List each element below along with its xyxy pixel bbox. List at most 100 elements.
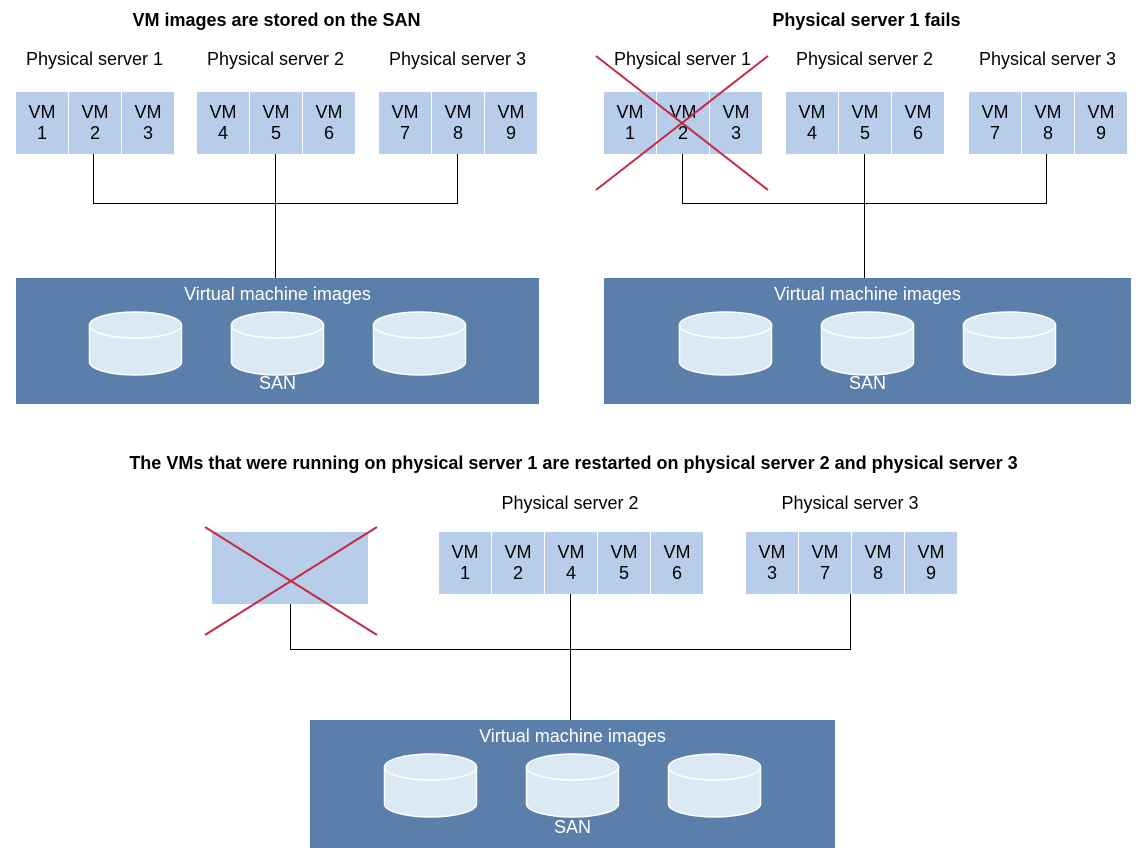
- vm-number: 8: [452, 123, 463, 143]
- panel1-bus: [93, 203, 458, 204]
- vm-number: 6: [912, 123, 923, 143]
- vm-label: VM: [616, 102, 644, 122]
- panel2-bus: [682, 203, 1047, 204]
- vm-number: 7: [399, 123, 410, 143]
- disk-icon: [230, 311, 325, 376]
- panel3-connector-mid: [570, 594, 571, 650]
- failed-server-box: [212, 532, 368, 604]
- vm-number: 2: [677, 123, 688, 143]
- vm-number: 2: [512, 563, 523, 583]
- vm-number: 1: [624, 123, 635, 143]
- panel3-disks: [383, 753, 762, 818]
- vm-number: 2: [89, 123, 100, 143]
- panel1-san-top-label: Virtual machine images: [184, 284, 371, 304]
- vm-label: VM: [134, 102, 162, 122]
- cross-line: [595, 55, 769, 191]
- disk-icon: [525, 753, 620, 818]
- panel2-trunk: [864, 204, 865, 278]
- panel2-san-bottom-label: SAN: [848, 373, 886, 393]
- vm-label: VM: [451, 542, 479, 562]
- panel2-connector-left: [682, 154, 683, 204]
- vm-number: 1: [36, 123, 47, 143]
- vm-number: 7: [989, 123, 1000, 143]
- panel1-title: VM images are stored on the SAN: [132, 10, 421, 30]
- vm-number: 3: [142, 123, 153, 143]
- panel1-trunk: [275, 204, 276, 278]
- vm-label: VM: [391, 102, 419, 122]
- vm-label: VM: [864, 542, 892, 562]
- panel1-connector-left: [93, 154, 94, 204]
- panel3-title: The VMs that were running on physical se…: [129, 453, 1018, 473]
- vm-number: 1: [459, 563, 470, 583]
- panel1-connector-mid: [275, 154, 276, 204]
- disk-icon: [678, 311, 773, 376]
- vm-label: VM: [663, 542, 691, 562]
- vm-number: 4: [217, 123, 228, 143]
- vm-label: VM: [917, 542, 945, 562]
- panel3-san-top-label: Virtual machine images: [479, 726, 666, 746]
- panel3-trunk: [570, 650, 571, 720]
- panel1-server-label: Physical server 2: [206, 49, 345, 69]
- vm-label: VM: [610, 542, 638, 562]
- vm-label: VM: [811, 542, 839, 562]
- vm-number: 3: [766, 563, 777, 583]
- panel3-connector-left: [290, 604, 291, 650]
- vm-label: VM: [1034, 102, 1062, 122]
- panel1-disks: [88, 311, 467, 376]
- vm-label: VM: [981, 102, 1009, 122]
- panel3-connector-right: [850, 594, 851, 650]
- vm-number: 9: [505, 123, 516, 143]
- panel3-server-label: Physical server 3: [781, 493, 919, 513]
- vm-number: 4: [806, 123, 817, 143]
- panel2-server-label: Physical server 2: [795, 49, 934, 69]
- disk-icon: [383, 753, 478, 818]
- panel2-san-top-label: Virtual machine images: [774, 284, 961, 304]
- vm-label: VM: [504, 542, 532, 562]
- vm-label: VM: [209, 102, 237, 122]
- vm-number: 8: [1042, 123, 1053, 143]
- vm-number: 3: [730, 123, 741, 143]
- vm-label: VM: [315, 102, 343, 122]
- panel2-disks: [678, 311, 1057, 376]
- panel3-bus: [290, 649, 851, 650]
- vm-label: VM: [758, 542, 786, 562]
- panel1-server-label: Physical server 1: [25, 49, 164, 69]
- vm-label: VM: [1087, 102, 1115, 122]
- panel1-san-bottom-label: SAN: [258, 373, 296, 393]
- vm-label: VM: [851, 102, 879, 122]
- panel2-server-label: Physical server 3: [978, 49, 1117, 69]
- vm-label: VM: [497, 102, 525, 122]
- panel2-server-label: Physical server 1: [613, 49, 752, 69]
- vm-number: 5: [270, 123, 281, 143]
- panel3-server-label: Physical server 2: [501, 493, 639, 513]
- cross-line: [204, 526, 378, 636]
- vm-number: 9: [925, 563, 936, 583]
- disk-icon: [88, 311, 183, 376]
- vm-label: VM: [262, 102, 290, 122]
- panel2-title: Physical server 1 fails: [772, 10, 961, 30]
- panel1-connector-right: [457, 154, 458, 204]
